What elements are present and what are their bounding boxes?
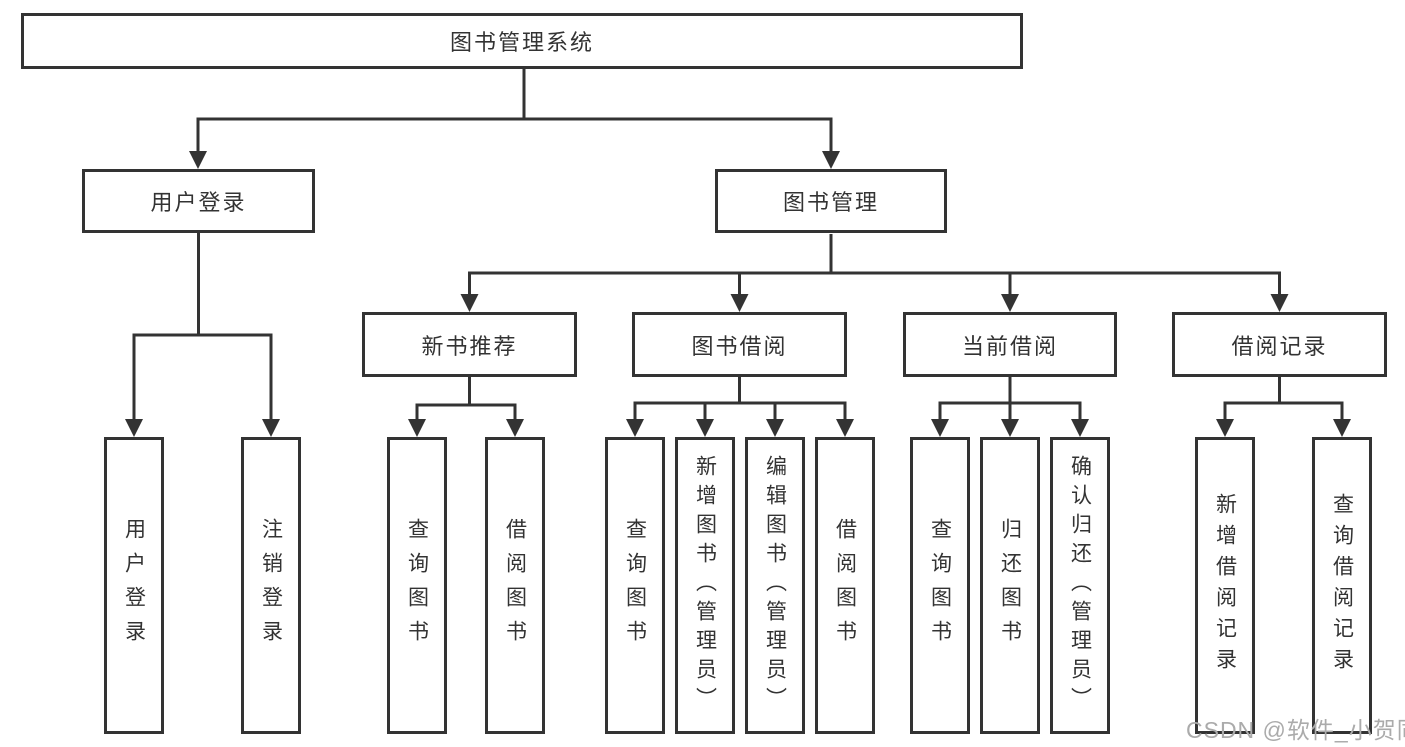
node-new-book-recommend-label: 新书推荐	[421, 333, 518, 359]
connector-new-book-recommend-to-leaves	[415, 377, 517, 421]
leaf-return-book: 归还图书	[980, 437, 1040, 734]
connector-book-management-to-level3	[468, 234, 1281, 294]
leaf-edit-book-admin-label: 编辑图书（管理员）	[763, 455, 787, 716]
leaf-query-books-borrow-label: 查询图书	[623, 517, 647, 654]
node-book-borrow-label: 图书借阅	[691, 333, 788, 359]
connector-root-to-level2	[196, 69, 833, 152]
leaf-confirm-return-admin-label: 确认归还（管理员）	[1068, 455, 1092, 716]
node-borrow-records-label: 借阅记录	[1231, 333, 1328, 359]
connector-borrow-records-to-leaves	[1223, 377, 1344, 421]
node-root-label: 图书管理系统	[449, 30, 594, 55]
leaf-query-books-recommend-label: 查询图书	[405, 517, 429, 654]
leaf-borrow-books-recommend-label: 借阅图书	[503, 517, 527, 654]
leaf-add-book-admin-label: 新增图书（管理员）	[693, 455, 717, 716]
leaf-add-borrow-record: 新增借阅记录	[1195, 437, 1255, 734]
leaf-user-login: 用户登录	[104, 437, 164, 734]
node-current-borrow: 当前借阅	[903, 312, 1117, 377]
node-new-book-recommend: 新书推荐	[362, 312, 577, 377]
node-current-borrow-label: 当前借阅	[961, 333, 1058, 359]
node-book-management-label: 图书管理	[782, 190, 879, 215]
connector-current-borrow-to-leaves	[938, 377, 1082, 421]
leaf-query-books-recommend: 查询图书	[387, 437, 447, 734]
leaf-user-login-label: 用户登录	[122, 517, 146, 654]
leaf-logout: 注销登录	[241, 437, 301, 734]
leaf-logout-label: 注销登录	[259, 517, 283, 654]
node-root: 图书管理系统	[21, 13, 1023, 69]
node-book-borrow: 图书借阅	[632, 312, 847, 377]
node-user-login: 用户登录	[82, 169, 315, 233]
leaf-return-book-label: 归还图书	[998, 517, 1022, 654]
leaf-borrow-books-recommend: 借阅图书	[485, 437, 545, 734]
leaf-add-borrow-record-label: 新增借阅记录	[1213, 492, 1237, 679]
node-book-management: 图书管理	[715, 169, 947, 233]
node-borrow-records: 借阅记录	[1172, 312, 1387, 377]
csdn-watermark: CSDN @软件_小贺同学	[1186, 717, 1405, 743]
node-user-login-label: 用户登录	[150, 190, 247, 215]
connector-user-login-to-leaves	[132, 233, 273, 419]
leaf-borrow-books-borrow: 借阅图书	[815, 437, 875, 734]
leaf-edit-book-admin: 编辑图书（管理员）	[745, 437, 805, 734]
connector-book-borrow-to-leaves	[633, 377, 847, 421]
leaf-query-borrow-record: 查询借阅记录	[1312, 437, 1372, 734]
leaf-query-borrow-record-label: 查询借阅记录	[1330, 492, 1354, 679]
leaf-borrow-books-borrow-label: 借阅图书	[833, 517, 857, 654]
leaf-add-book-admin: 新增图书（管理员）	[675, 437, 735, 734]
leaf-confirm-return-admin: 确认归还（管理员）	[1050, 437, 1110, 734]
leaf-query-books-current: 查询图书	[910, 437, 970, 734]
leaf-query-books-borrow: 查询图书	[605, 437, 665, 734]
leaf-query-books-current-label: 查询图书	[928, 517, 952, 654]
